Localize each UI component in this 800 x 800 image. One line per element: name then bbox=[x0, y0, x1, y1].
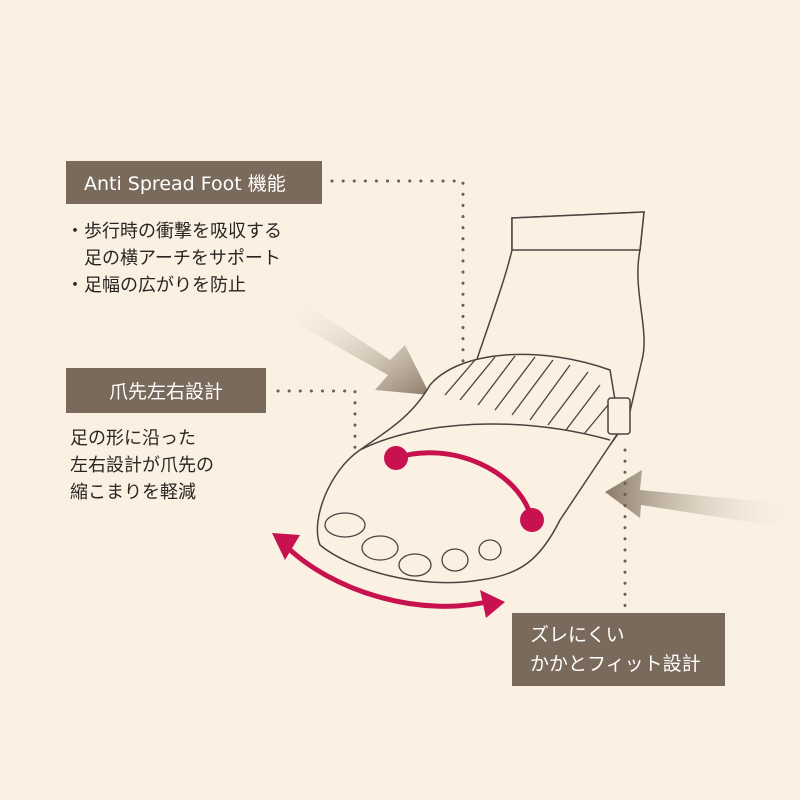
pressure-arrow-left bbox=[290, 300, 430, 395]
curve-dot-end bbox=[520, 508, 544, 532]
curve-dot-start bbox=[384, 446, 408, 470]
pressure-arrow-right bbox=[605, 470, 800, 530]
desc-line: 縮こまりを軽減 bbox=[70, 482, 196, 503]
desc-line: 足の横アーチをサポート bbox=[66, 248, 281, 269]
desc-line: 左右設計が爪先の bbox=[70, 455, 214, 476]
leader-lines bbox=[276, 179, 627, 614]
label-toe-design: 爪先左右設計 bbox=[66, 368, 266, 413]
desc-toe-design: 足の形に沿った 左右設計が爪先の 縮こまりを軽減 bbox=[70, 425, 214, 506]
label-heel-fit: ズレにくい かかとフィット設計 bbox=[512, 613, 725, 686]
desc-line: 足の形に沿った bbox=[70, 428, 196, 449]
label-text: 爪先左右設計 bbox=[108, 381, 223, 403]
arrow-head-right bbox=[480, 590, 505, 618]
sock-ribs bbox=[444, 355, 609, 435]
label-text: ズレにくい bbox=[530, 623, 625, 646]
desc-line: ・歩行時の衝撃を吸収する bbox=[66, 221, 282, 242]
sock bbox=[316, 211, 645, 584]
label-text: かかとフィット設計 bbox=[530, 652, 701, 675]
desc-line: ・足幅の広がりを防止 bbox=[66, 275, 246, 296]
label-text: Anti Spread Foot 機能 bbox=[84, 173, 286, 195]
toes bbox=[324, 512, 502, 577]
arrow-head-left bbox=[272, 533, 300, 560]
label-anti-spread-foot: Anti Spread Foot 機能 bbox=[66, 161, 322, 204]
desc-anti-spread-foot: ・歩行時の衝撃を吸収する 足の横アーチをサポート ・足幅の広がりを防止 bbox=[66, 218, 282, 299]
toe-curve-indicator bbox=[283, 450, 535, 609]
